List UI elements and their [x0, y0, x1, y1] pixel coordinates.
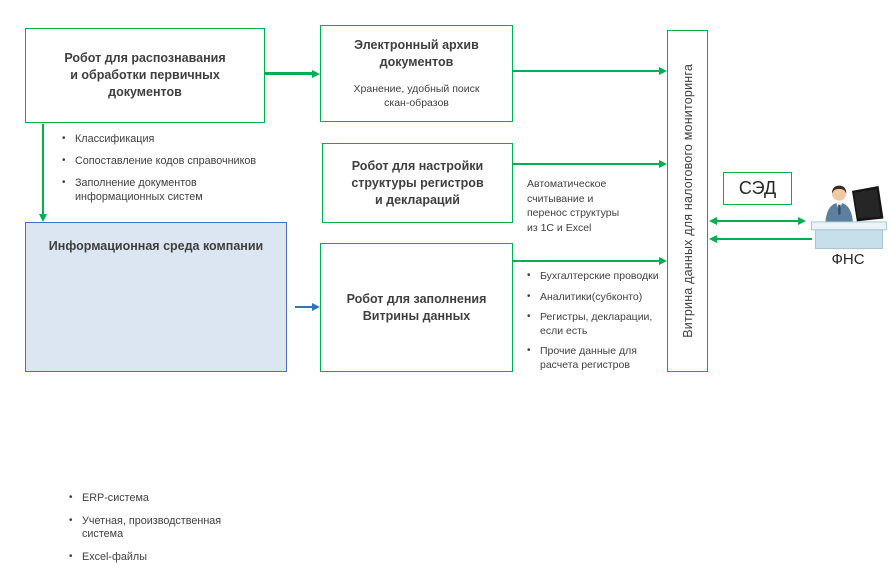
- list-item: Аналитики(субконто): [527, 290, 669, 305]
- datamart-bar-title: Витрина данных для налогового мониторинг…: [680, 64, 695, 338]
- box-sed-title: СЭД: [738, 178, 777, 198]
- box-robot-recognition-title: Робот для распознавания и обработки перв…: [64, 51, 226, 99]
- list-item: Excel-файлы: [69, 550, 254, 565]
- box-robot-registers: Робот для настройки структуры регистров …: [322, 143, 513, 223]
- box-robot-datamart-title: Робот для заполнения Витрины данных: [346, 291, 487, 323]
- box-electronic-archive-subtitle: Хранение, удобный поиск скан-образов: [353, 83, 480, 109]
- fns-label: ФНС: [831, 251, 865, 268]
- arrow-recognition-to-archive: [265, 72, 312, 75]
- list-item: Бухгалтерские проводки: [527, 269, 669, 284]
- infoenv-bullet-list: ERP-система Учетная, производственная си…: [69, 491, 254, 573]
- box-robot-registers-title: Робот для настройки структуры регистров …: [351, 158, 484, 207]
- arrow-infoenv-to-datamart: [295, 305, 312, 309]
- registers-note: Автоматическое считывание и перенос стру…: [527, 178, 620, 234]
- list-item: ERP-система: [69, 491, 254, 506]
- arrow-registers-to-datamart-bar: [513, 162, 659, 166]
- box-sed: СЭД: [723, 172, 792, 205]
- fns-inspector-icon: [811, 185, 887, 250]
- arrow-datamart-to-datamart-bar: [513, 259, 659, 263]
- box-electronic-archive-title: Электронный архив документов: [354, 38, 479, 69]
- box-robot-recognition: Робот для распознавания и обработки перв…: [25, 28, 265, 123]
- list-item: Регистры, декларации, если есть: [527, 310, 669, 338]
- box-electronic-archive: Электронный архив документов Хранение, у…: [320, 25, 513, 122]
- datamart-bar: Витрина данных для налогового мониторинг…: [667, 30, 708, 372]
- box-robot-datamart: Робот для заполнения Витрины данных: [320, 243, 513, 372]
- list-item: Прочие данные для расчета регистров: [527, 344, 669, 372]
- list-item: Классификация: [62, 132, 287, 147]
- arrow-bar-fns-bidirectional: [717, 219, 798, 223]
- arrow-fns-to-bar: [717, 237, 812, 241]
- datamart-bullet-list: Бухгалтерские проводки Аналитики(субконт…: [527, 269, 669, 379]
- list-item: Учетная, производственная система: [69, 514, 254, 542]
- arrow-archive-to-datamart-bar: [513, 69, 659, 73]
- recognition-bullet-list: Классификация Сопоставление кодов справо…: [62, 132, 287, 213]
- list-item: Сопоставление кодов справочников: [62, 154, 287, 169]
- arrow-recognition-to-infoenv: [41, 124, 44, 214]
- box-info-environment-title: Информационная среда компании: [48, 239, 264, 253]
- list-item: Заполнение документов информационных сис…: [62, 176, 287, 204]
- box-info-environment: Информационная среда компании ERP-систем…: [25, 222, 287, 563]
